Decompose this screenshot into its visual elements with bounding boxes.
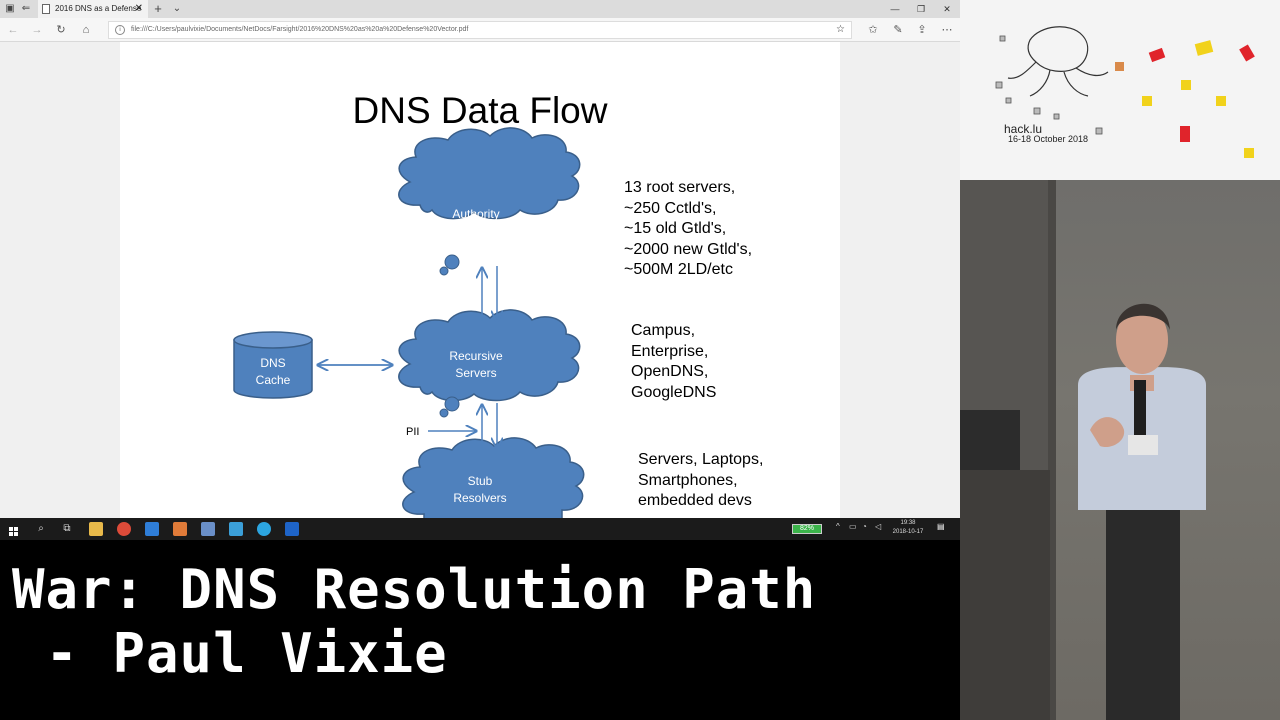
cache-label-1: DNS — [260, 356, 285, 370]
stub-resolvers-cloud: Stub Resolvers — [402, 437, 585, 518]
windows-start-icon[interactable] — [9, 524, 19, 536]
hacklu-logo-icon — [995, 26, 1255, 158]
tab-menu-icon[interactable]: ⌄ — [172, 3, 182, 14]
address-url: file:///C:/Users/paulvixie/Documents/Net… — [131, 26, 469, 33]
speaker-camera-feed — [960, 180, 1280, 720]
authority-label-1: Authority — [452, 207, 499, 221]
back-tabs-icon[interactable]: ⇐ — [21, 3, 31, 14]
tray-chevron-icon[interactable]: ^ — [836, 522, 840, 531]
share-icon[interactable]: ⇪ — [917, 24, 927, 36]
battery-indicator[interactable]: 82% — [792, 524, 822, 534]
logo-dates: 16-18 October 2018 — [1008, 134, 1089, 144]
browser-window: ▣ ⇐ 2016 DNS as a Defense ✕ + ⌄ — ❐ ✕ ← … — [0, 0, 960, 540]
forward-arrow-icon[interactable]: → — [31, 24, 43, 36]
caption-banner: War: DNS Resolution Path - Paul Vixie — [0, 540, 960, 720]
authority-note-line: ~500M 2LD/etc — [624, 261, 733, 278]
clock-time: 19:38 — [900, 520, 916, 526]
favorite-star-icon[interactable]: ☆ — [836, 24, 845, 35]
authority-note-line: ~2000 new Gtld's, — [624, 240, 753, 258]
taskbar: ⌕ ⧉ — [0, 518, 960, 540]
close-window-button[interactable]: ✕ — [943, 4, 951, 14]
back-arrow-icon[interactable]: ← — [7, 24, 19, 36]
recursive-note-line: GoogleDNS — [631, 383, 717, 401]
pii-label: PII — [406, 426, 419, 438]
clock-date: 2018-10-17 — [892, 529, 924, 535]
authority-note-line: 13 root servers, — [624, 179, 736, 196]
messaging-app-icon[interactable] — [229, 522, 243, 536]
stub-label-2: Resolvers — [453, 491, 506, 505]
stub-note-line: Smartphones, — [638, 471, 738, 489]
taskbar-clock[interactable]: 19:38 2018-10-17 — [888, 519, 928, 537]
tab-actions-icon[interactable]: ▣ — [5, 3, 15, 14]
caption-line-1: War: DNS Resolution Path — [12, 558, 817, 621]
edge-browser-icon[interactable] — [285, 522, 299, 536]
authority-servers-cloud: Authority Servers — [398, 127, 581, 276]
recursive-note-line: Enterprise, — [631, 342, 709, 360]
speaker-photo — [960, 180, 1206, 720]
notifications-icon[interactable]: ▤ — [937, 522, 945, 531]
tab-title: 2016 DNS as a Defense — [55, 4, 142, 13]
stub-note-line: embedded devs — [638, 492, 752, 509]
recursive-notes: Campus, Enterprise, OpenDNS, GoogleDNS — [631, 321, 716, 403]
task-view-icon[interactable]: ⧉ — [63, 523, 71, 534]
new-tab-icon[interactable]: + — [154, 1, 162, 16]
tab-bar: ▣ ⇐ 2016 DNS as a Defense ✕ + ⌄ — ❐ ✕ — [0, 0, 960, 18]
slide-page: DNS Data Flow Authority Servers — [120, 42, 840, 518]
authority-notes: 13 root servers, ~250 Cctld's, ~15 old G… — [624, 178, 752, 281]
pdf-viewer[interactable]: DNS Data Flow Authority Servers — [0, 42, 960, 518]
address-bar[interactable]: i file:///C:/Users/paulvixie/Documents/N… — [108, 21, 852, 39]
cache-label-2: Cache — [256, 373, 291, 387]
recursive-note-line: Campus, — [631, 322, 696, 339]
navigation-bar: ← → ↻ ⌂ i file:///C:/Users/paulvixie/Doc… — [0, 18, 960, 42]
favorites-icon[interactable]: ✩ — [868, 24, 878, 36]
conference-logo-area: hack.lu 16-18 October 2018 — [960, 0, 1280, 180]
virtualbox-icon[interactable] — [201, 522, 215, 536]
pen-icon[interactable]: ✎ — [893, 24, 903, 36]
home-icon[interactable]: ⌂ — [82, 24, 90, 36]
volume-icon[interactable]: ◁ — [875, 522, 882, 531]
tab-pdf[interactable]: 2016 DNS as a Defense ✕ — [38, 0, 148, 18]
recursive-servers-cloud: Recursive Servers — [398, 309, 581, 418]
maximize-button[interactable]: ❐ — [916, 4, 926, 14]
tab-close-icon[interactable]: ✕ — [134, 3, 143, 14]
network-icon[interactable]: ◔ — [862, 522, 867, 531]
file-explorer-icon[interactable] — [89, 522, 103, 536]
authority-label-2: Servers — [455, 224, 496, 238]
telegram-icon[interactable] — [257, 522, 271, 536]
recursive-label-2: Servers — [455, 366, 496, 380]
minimize-button[interactable]: — — [890, 4, 900, 14]
info-icon[interactable]: i — [115, 25, 125, 35]
stub-label-1: Stub — [468, 474, 493, 488]
slide-title: DNS Data Flow — [352, 90, 608, 131]
stub-notes: Servers, Laptops, Smartphones, embedded … — [638, 450, 763, 512]
refresh-icon[interactable]: ↻ — [56, 24, 66, 36]
app-icon[interactable] — [173, 522, 187, 536]
shield-app-icon[interactable] — [145, 522, 159, 536]
recursive-label-1: Recursive — [449, 349, 503, 363]
pdf-file-icon — [42, 4, 50, 14]
chrome-icon[interactable] — [117, 522, 131, 536]
more-menu-icon[interactable]: ⋯ — [941, 24, 953, 36]
recursive-note-line: OpenDNS, — [631, 363, 709, 380]
dns-flow-diagram: Authority Servers Recursive Servers Stub… — [233, 127, 585, 518]
caption-line-2: - Paul Vixie — [12, 622, 448, 685]
dns-cache-cylinder: DNS Cache — [233, 331, 313, 399]
authority-note-line: ~15 old Gtld's, — [624, 220, 727, 237]
battery-icon[interactable]: ▭ — [849, 522, 857, 531]
logo-name: hack.lu — [1004, 122, 1043, 136]
stub-note-line: Servers, Laptops, — [638, 451, 764, 468]
search-icon[interactable]: ⌕ — [38, 523, 44, 534]
authority-note-line: ~250 Cctld's, — [624, 199, 717, 217]
